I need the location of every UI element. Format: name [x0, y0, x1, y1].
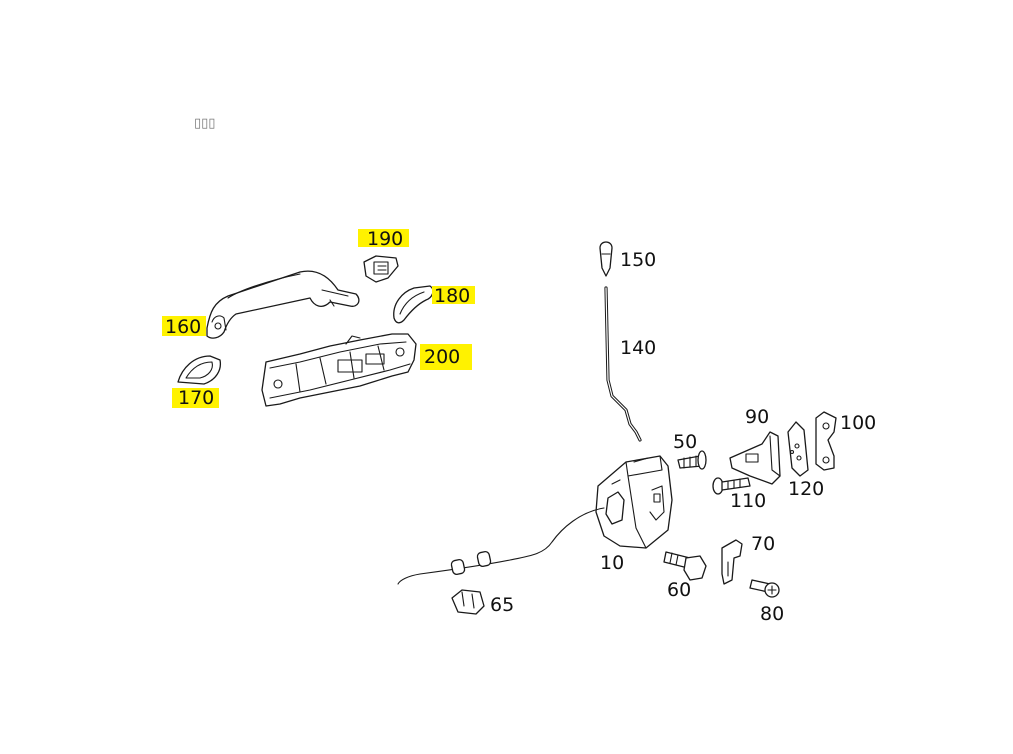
- label-190: 190: [367, 228, 403, 250]
- label-120: 120: [788, 478, 824, 500]
- label-60: 60: [667, 579, 691, 601]
- part-door-lock-10: [595, 455, 673, 549]
- highlight-180: [432, 286, 475, 304]
- part-bolt-60: [663, 551, 707, 581]
- part-shim-120: [787, 421, 809, 477]
- label-160: 160: [165, 316, 201, 338]
- part-gasket-170: [177, 355, 222, 385]
- label-140: 140: [620, 337, 656, 359]
- part-gasket-180: [393, 285, 434, 324]
- part-screw-50: [677, 450, 707, 470]
- label-110: 110: [730, 490, 766, 512]
- part-cap-190: [363, 255, 399, 283]
- highlight-200: [420, 344, 472, 370]
- label-100: 100: [840, 412, 876, 434]
- highlight-190: [358, 229, 409, 247]
- header-glyphs: ▯▯▯: [194, 116, 215, 131]
- label-80: 80: [760, 603, 784, 625]
- part-bracket-70: [721, 539, 743, 585]
- label-50: 50: [673, 431, 697, 453]
- part-clip-65: [451, 589, 485, 615]
- part-striker-90: [729, 431, 781, 485]
- label-170: 170: [178, 387, 214, 409]
- label-65: 65: [490, 594, 514, 616]
- part-door-handle: [206, 270, 360, 339]
- label-90: 90: [745, 406, 769, 428]
- label-10: 10: [600, 552, 624, 574]
- part-screw-80: [749, 579, 780, 598]
- label-150: 150: [620, 249, 656, 271]
- part-plate-100: [815, 411, 837, 471]
- part-handle-carrier-200: [261, 333, 417, 407]
- highlight-160: [162, 316, 206, 336]
- highlight-170: [172, 388, 219, 408]
- part-lock-knob-150: [599, 241, 613, 277]
- label-70: 70: [751, 533, 775, 555]
- part-screw-110: [712, 477, 751, 495]
- label-180: 180: [434, 285, 470, 307]
- label-200: 200: [424, 346, 460, 368]
